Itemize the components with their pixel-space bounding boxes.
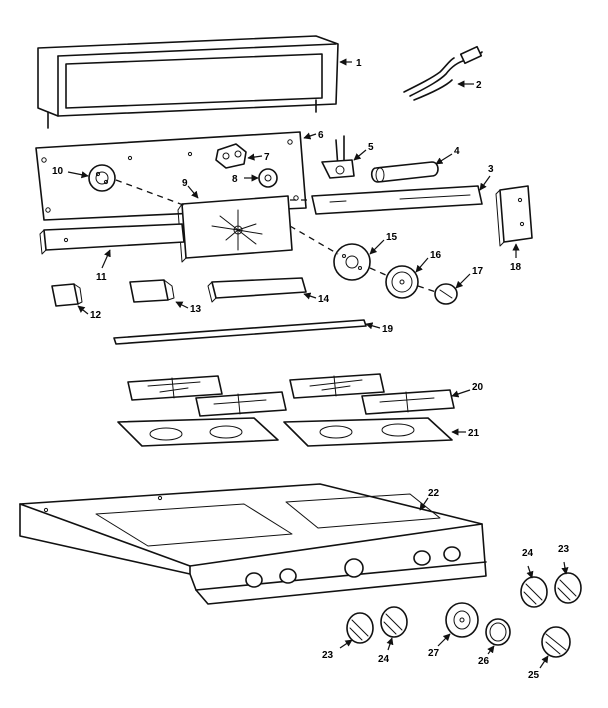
callout-16: 16 — [430, 250, 442, 261]
callout-11: 11 — [96, 272, 107, 283]
part-12-clip — [51, 283, 89, 315]
callout-5: 5 — [368, 142, 374, 153]
part-11-lower-rail — [39, 223, 185, 269]
part-24-knob-right — [520, 565, 548, 608]
part-1-backguard — [37, 35, 352, 129]
part-7-switch — [215, 143, 263, 169]
callout-13: 13 — [190, 304, 202, 315]
callout-22: 22 — [428, 488, 440, 499]
callout-25: 25 — [528, 670, 540, 681]
part-4-tube — [370, 153, 453, 183]
part-21-gaskets — [117, 417, 466, 447]
callout-27: 27 — [428, 648, 440, 659]
part-19-rod — [113, 319, 381, 345]
part-27-knob-center — [437, 602, 479, 647]
part-14-heat-shield — [207, 277, 317, 303]
part-2-power-cord — [403, 45, 483, 101]
callout-14: 14 — [318, 294, 330, 305]
callout-12: 12 — [90, 310, 102, 321]
callout-17: 17 — [472, 266, 484, 277]
callout-9: 9 — [182, 178, 188, 189]
part-20-grates — [127, 373, 471, 417]
part-9-clock-panel — [177, 185, 293, 263]
part-26-bezel — [485, 618, 511, 655]
callout-7: 7 — [264, 152, 270, 163]
part-17-small-knob — [434, 273, 471, 305]
callout-8: 8 — [232, 174, 238, 185]
callout-4: 4 — [454, 146, 460, 157]
part-13-bracket — [129, 279, 189, 309]
callout-15: 15 — [386, 232, 398, 243]
callout-23-left: 23 — [322, 650, 334, 661]
part-18-bracket — [495, 185, 533, 258]
part-15-dial-plate — [333, 239, 385, 281]
callout-19: 19 — [382, 324, 394, 335]
assembly-lines — [115, 179, 437, 293]
callout-23-right: 23 — [558, 544, 570, 555]
part-23-knob-right — [554, 561, 582, 604]
part-25-knob — [539, 626, 571, 669]
callout-24-left: 24 — [378, 654, 390, 665]
callout-21: 21 — [468, 428, 480, 439]
part-5-igniter — [321, 135, 367, 179]
part-10-valve — [67, 164, 116, 192]
callout-3: 3 — [488, 164, 494, 175]
part-23-knob-left — [339, 612, 374, 649]
part-8-indicator — [244, 168, 278, 188]
callout-2: 2 — [476, 80, 482, 91]
part-22-cooktop — [19, 483, 487, 605]
callout-24-right: 24 — [522, 548, 534, 559]
part-24-knob-left — [380, 606, 408, 651]
callout-6: 6 — [318, 130, 324, 141]
callout-18: 18 — [510, 262, 522, 273]
callout-10: 10 — [52, 166, 64, 177]
callout-20: 20 — [472, 382, 484, 393]
callout-1: 1 — [356, 58, 362, 69]
part-3-burner-rail — [311, 175, 491, 215]
callout-26: 26 — [478, 656, 490, 667]
part-16-dial-face — [385, 257, 429, 299]
